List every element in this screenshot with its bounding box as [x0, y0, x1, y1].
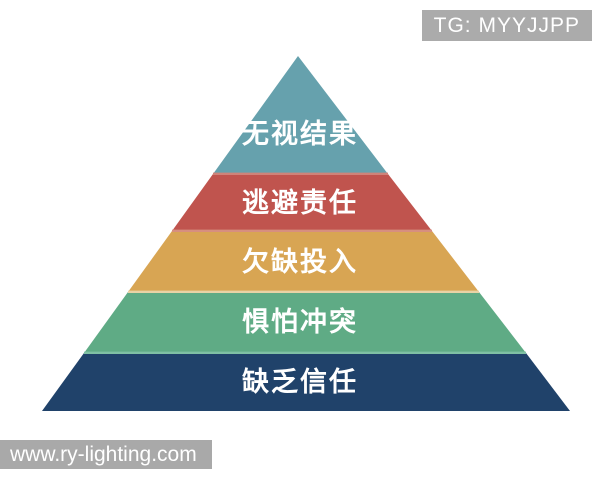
telegram-handle-badge: TG: MYYJJPP [421, 10, 592, 41]
pyramid-level-4-shape [84, 292, 526, 353]
pyramid-level-1-label: 无视结果 [242, 119, 358, 149]
pyramid-level-2-shape [172, 174, 432, 231]
website-watermark-text: www.ry-lighting.com [10, 443, 197, 466]
pyramid-level-2-label: 逃避责任 [242, 187, 358, 218]
pyramid-level-1-shape [213, 56, 388, 174]
website-watermark: www.ry-lighting.com [0, 440, 212, 469]
telegram-handle-text: TG: MYYJJPP [433, 14, 580, 37]
pyramid-level-5-label: 缺乏信任 [242, 367, 358, 397]
pyramid-level-4-label: 惧怕冲突 [242, 306, 358, 337]
pyramid-level-3-label: 欠缺投入 [242, 246, 358, 277]
pyramid-level-3-shape [128, 231, 479, 292]
pyramid-level-5-shape [42, 353, 570, 411]
